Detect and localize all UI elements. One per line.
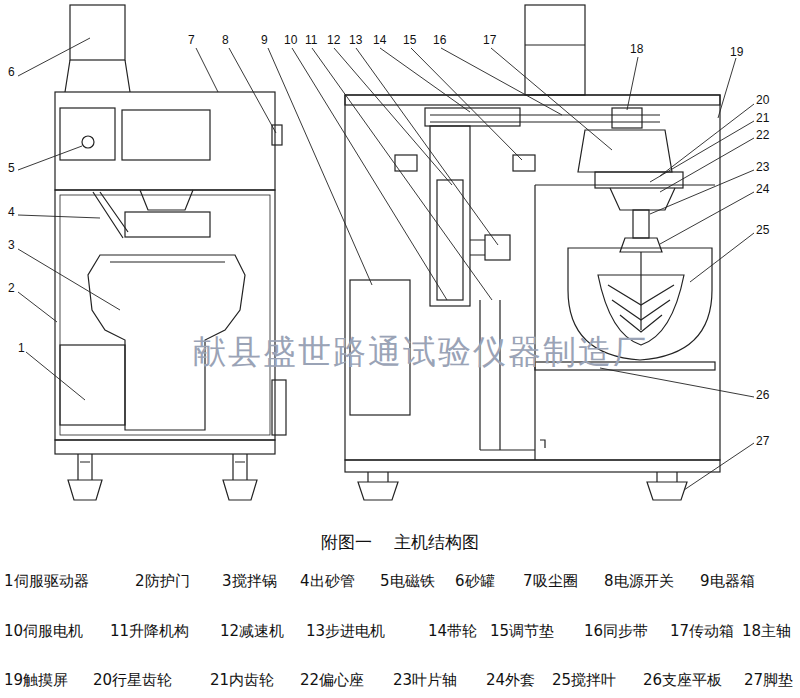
callout-number: 2 [8,282,15,295]
callout-number: 9 [261,34,268,47]
callout-number: 25 [756,224,769,237]
callout-number: 3 [8,239,15,252]
callout-number: 19 [730,46,743,59]
part-name: 12减速机 [220,623,284,640]
part-name: 6砂罐 [455,573,495,590]
callout-number: 18 [630,43,643,56]
callout-number: 13 [349,34,362,47]
part-name: 17传动箱 [670,623,734,640]
callout-number: 23 [756,161,769,174]
callout-number: 17 [483,34,496,47]
part-name: 10伺服电机 [4,623,83,640]
callout-number: 15 [403,34,416,47]
callout-number: 22 [756,129,769,142]
callout-number: 14 [373,34,386,47]
callout-number: 26 [756,389,769,402]
part-name: 22偏心座 [300,672,364,689]
part-name: 23叶片轴 [393,672,457,689]
part-name: 18主轴 [742,623,791,640]
part-name: 26支座平板 [643,672,722,689]
callout-number: 20 [756,94,769,107]
part-name: 24外套 [486,672,535,689]
part-name: 20行星齿轮 [93,672,172,689]
part-name: 1伺服驱动器 [4,573,89,590]
part-name: 21内齿轮 [210,672,274,689]
part-name: 2防护门 [135,573,190,590]
watermark: 献县盛世路通试验仪器制造厂 [193,334,648,370]
callout-number: 5 [8,162,15,175]
part-name: 8电源开关 [604,573,674,590]
figure-caption: 附图一 主机结构图 [321,533,479,552]
part-name: 19触摸屏 [4,672,68,689]
callout-number: 27 [756,435,769,448]
part-name: 14带轮 [428,623,477,640]
part-name: 9电器箱 [700,573,755,590]
callout-number: 1 [18,342,25,355]
part-name: 11升降机构 [110,623,189,640]
part-name: 15调节垫 [490,623,554,640]
part-name: 25搅拌叶 [552,672,616,689]
part-name: 7吸尘圈 [523,573,578,590]
callout-number: 11 [305,34,317,47]
callout-number: 21 [756,112,769,125]
part-name: 16同步带 [584,623,648,640]
part-name: 4出砂管 [300,573,355,590]
part-name: 13步进电机 [306,623,385,640]
part-name: 3搅拌锅 [222,573,277,590]
callout-number: 4 [8,206,15,219]
callout-number: 24 [756,183,769,196]
part-name: 5电磁铁 [380,573,435,590]
callout-number: 12 [327,34,340,47]
callout-number: 16 [433,34,446,47]
part-name: 27脚垫 [744,672,793,689]
callout-number: 10 [284,34,297,47]
callout-number: 6 [8,66,15,79]
callout-number: 7 [188,34,195,47]
callout-number: 8 [222,34,229,47]
